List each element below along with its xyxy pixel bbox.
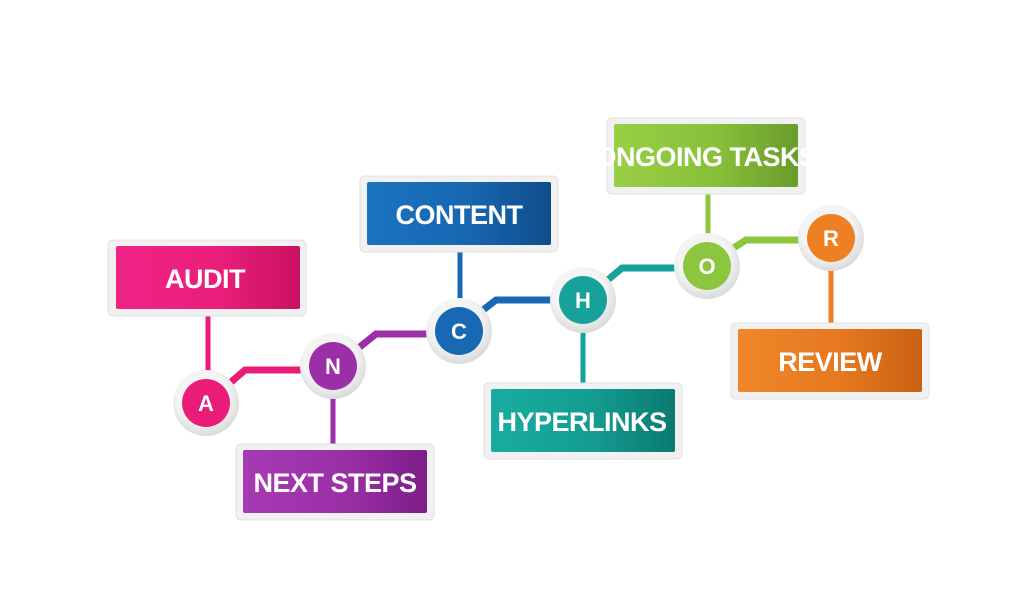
label-audit: AUDIT: [165, 264, 246, 294]
box-review: REVIEW: [730, 322, 930, 400]
node-a: A: [173, 370, 239, 436]
node-r: R: [798, 205, 864, 271]
box-hyperlinks: HYPERLINKS: [483, 382, 683, 460]
letter-c: C: [451, 319, 467, 344]
letter-n: N: [325, 354, 341, 379]
label-review: REVIEW: [778, 347, 883, 377]
node-o: O: [674, 233, 740, 299]
box-audit: AUDIT: [107, 239, 307, 317]
letter-a: A: [198, 391, 214, 416]
box-ongoing-tasks: ONGOING TASKS: [595, 117, 817, 195]
letter-o: O: [698, 254, 715, 279]
node-h: H: [550, 267, 616, 333]
label-hyperlinks: HYPERLINKS: [497, 407, 666, 437]
node-c: C: [426, 298, 492, 364]
letter-h: H: [575, 288, 591, 313]
box-content: CONTENT: [359, 175, 559, 253]
label-next-steps: NEXT STEPS: [253, 468, 416, 498]
node-n: N: [300, 333, 366, 399]
box-next-steps: NEXT STEPS: [235, 443, 435, 521]
label-content: CONTENT: [396, 200, 524, 230]
letter-r: R: [823, 226, 839, 251]
label-ongoing-tasks: ONGOING TASKS: [595, 142, 816, 172]
